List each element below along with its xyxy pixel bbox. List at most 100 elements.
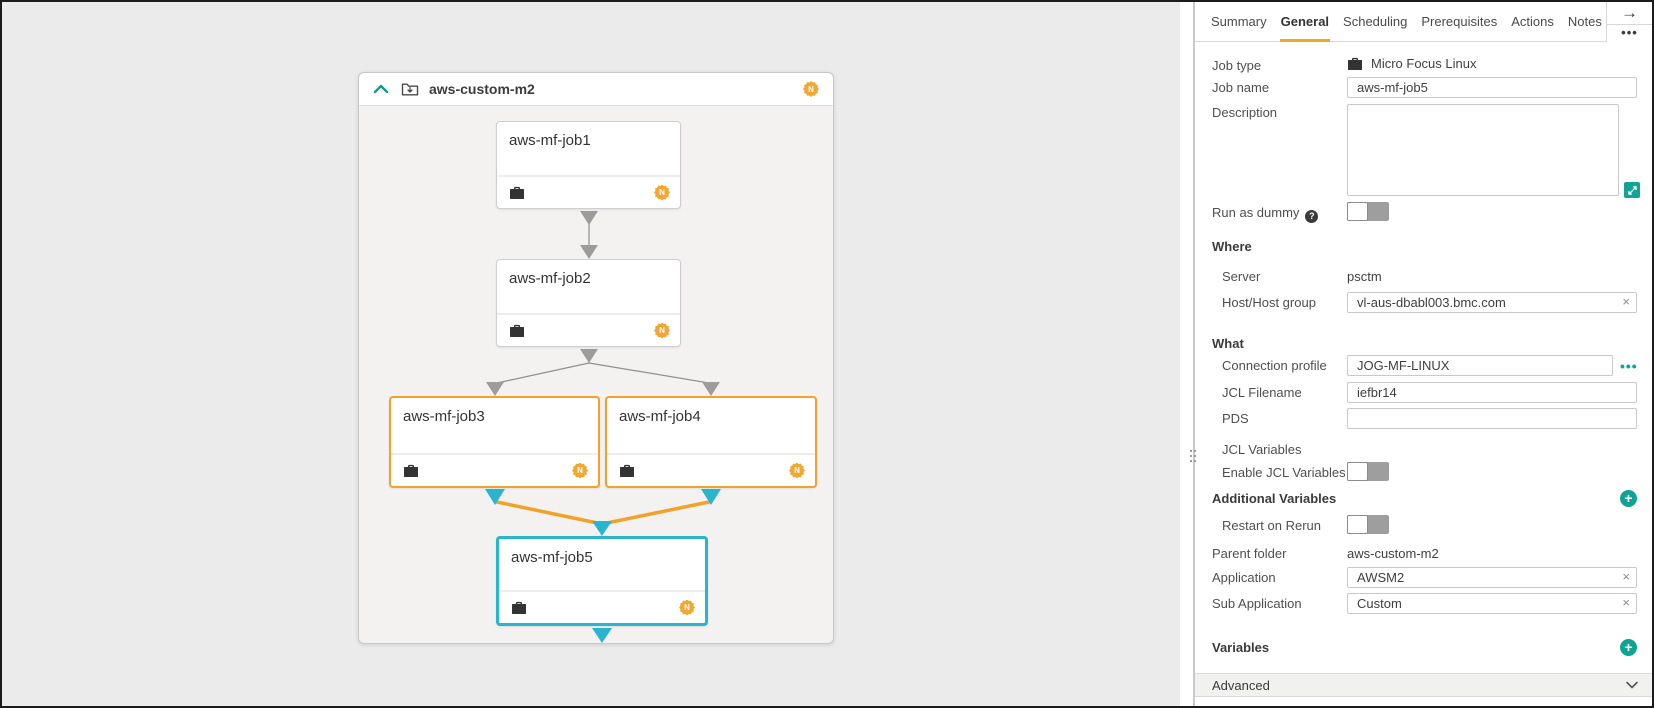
folder-icon	[401, 83, 419, 96]
section-variables: Variables +	[1212, 639, 1637, 656]
jcl-filename-label: JCL Filename	[1222, 385, 1302, 400]
folder-header[interactable]: aws-custom-m2 N	[359, 73, 833, 106]
job-title: aws-mf-job1	[509, 132, 591, 149]
toggle-knob	[1347, 462, 1368, 481]
workflow-canvas[interactable]: aws-custom-m2 N aws-mf-job1 N aws-mf-job…	[2, 2, 1182, 706]
field-connection-profile: Connection profile •••	[1212, 355, 1637, 376]
field-jcl-filename: JCL Filename	[1212, 382, 1637, 403]
run-as-dummy-toggle[interactable]	[1347, 202, 1389, 221]
job-node-aws-mf-job1[interactable]: aws-mf-job1 N	[496, 121, 681, 209]
field-sub-application: Sub Application ×	[1212, 593, 1637, 614]
add-variable-button[interactable]: +	[1620, 639, 1637, 656]
new-badge-icon: N	[654, 322, 670, 339]
description-textarea[interactable]	[1347, 104, 1619, 196]
new-badge-icon: N	[679, 599, 695, 616]
jcl-filename-input[interactable]	[1347, 382, 1637, 403]
section-where: Where	[1212, 239, 1252, 254]
job-title: aws-mf-job3	[403, 408, 485, 425]
field-parent-folder: Parent folder aws-custom-m2	[1212, 543, 1637, 561]
tab-summary[interactable]: Summary	[1211, 14, 1267, 29]
job-properties-panel: Summary General Scheduling Prerequisites…	[1194, 2, 1652, 706]
job-title: aws-mf-job2	[509, 270, 591, 287]
sub-application-label: Sub Application	[1212, 596, 1302, 611]
field-job-type: Job type Micro Focus Linux	[1212, 55, 1637, 73]
panel-tabs-bar: Summary General Scheduling Prerequisites…	[1195, 2, 1652, 42]
application-label: Application	[1212, 570, 1276, 585]
job-node-aws-mf-job5[interactable]: aws-mf-job5 N	[496, 536, 708, 626]
sub-application-input[interactable]	[1347, 593, 1637, 614]
help-icon[interactable]: ?	[1305, 209, 1319, 223]
field-host-group: Host/Host group ×	[1212, 292, 1637, 313]
new-badge-icon: N	[789, 462, 805, 479]
tab-scheduling[interactable]: Scheduling	[1343, 14, 1408, 29]
parent-folder-label: Parent folder	[1212, 546, 1287, 561]
variables-title: Variables	[1212, 640, 1270, 655]
field-enable-jcl-variables: Enable JCL Variables	[1212, 462, 1637, 481]
section-additional-variables: Additional Variables +	[1212, 490, 1637, 507]
expand-description-button[interactable]	[1624, 182, 1640, 198]
more-options-button[interactable]: •••	[1621, 25, 1638, 40]
panel-resize-gutter[interactable]	[1180, 2, 1194, 706]
description-label: Description	[1212, 105, 1278, 120]
collapse-chevron-icon[interactable]	[373, 83, 389, 95]
job-type-briefcase-icon	[510, 186, 524, 199]
browse-connection-profiles-button[interactable]: •••	[1620, 357, 1638, 374]
collapse-panel-arrow-button[interactable]: →	[1607, 2, 1652, 25]
job-node-aws-mf-job2[interactable]: aws-mf-job2 N	[496, 259, 681, 347]
clear-host-icon[interactable]: ×	[1622, 294, 1630, 309]
advanced-title: Advanced	[1212, 677, 1270, 693]
new-badge-icon: N	[803, 81, 819, 97]
new-badge-icon: N	[572, 462, 588, 479]
field-restart-on-rerun: Restart on Rerun	[1212, 515, 1637, 534]
pds-label: PDS	[1222, 411, 1249, 426]
add-additional-variable-button[interactable]: +	[1620, 490, 1637, 507]
job-type-briefcase-icon	[510, 324, 524, 337]
field-server: Server psctm	[1212, 266, 1637, 284]
field-job-name: Job name	[1212, 77, 1637, 98]
job-type-briefcase-icon	[1348, 57, 1362, 70]
server-value: psctm	[1347, 269, 1382, 284]
application-input[interactable]	[1347, 567, 1637, 588]
connection-profile-label: Connection profile	[1222, 358, 1327, 373]
new-badge-icon: N	[654, 184, 670, 201]
host-group-input[interactable]	[1347, 292, 1637, 313]
job-type-briefcase-icon	[620, 464, 634, 477]
job-title: aws-mf-job5	[511, 549, 593, 566]
job-type-briefcase-icon	[512, 601, 526, 614]
server-label: Server	[1222, 269, 1261, 284]
jcl-variables-label: JCL Variables	[1222, 442, 1302, 457]
enable-jcl-variables-toggle[interactable]	[1347, 462, 1389, 481]
field-description: Description	[1212, 102, 1640, 198]
job-node-aws-mf-job4[interactable]: aws-mf-job4 N	[605, 396, 817, 488]
general-tab-content: Job type Micro Focus Linux Job name Desc…	[1195, 42, 1652, 706]
tab-notes[interactable]: Notes	[1567, 14, 1602, 29]
run-as-dummy-label: Run as dummy	[1212, 205, 1300, 220]
advanced-section-toggle[interactable]: Advanced	[1195, 673, 1652, 697]
clear-sub-application-icon[interactable]: ×	[1622, 595, 1630, 610]
host-group-label: Host/Host group	[1222, 295, 1316, 310]
folder-card: aws-custom-m2 N aws-mf-job1 N aws-mf-job…	[358, 72, 834, 644]
job-name-label: Job name	[1212, 80, 1270, 95]
additional-variables-title: Additional Variables	[1212, 491, 1337, 506]
field-run-as-dummy: Run as dummy?	[1212, 202, 1637, 223]
clear-application-icon[interactable]: ×	[1622, 569, 1630, 584]
job-node-aws-mf-job3[interactable]: aws-mf-job3 N	[389, 396, 600, 488]
tab-prerequisites[interactable]: Prerequisites	[1421, 14, 1498, 29]
toggle-knob	[1347, 515, 1368, 534]
field-jcl-variables: JCL Variables	[1212, 439, 1637, 457]
panel-drag-handle-icon[interactable]	[1190, 450, 1192, 452]
connection-profile-input[interactable]	[1347, 355, 1613, 376]
tab-general[interactable]: General	[1274, 2, 1336, 42]
expand-icon	[1627, 185, 1637, 195]
section-what: What	[1212, 336, 1244, 351]
pds-input[interactable]	[1347, 408, 1637, 429]
job-title: aws-mf-job4	[619, 408, 701, 425]
job-type-value: Micro Focus Linux	[1371, 56, 1477, 71]
chevron-down-icon	[1626, 681, 1638, 689]
job-name-input[interactable]	[1347, 77, 1637, 98]
field-pds: PDS	[1212, 408, 1637, 429]
field-application: Application ×	[1212, 567, 1637, 588]
restart-on-rerun-toggle[interactable]	[1347, 515, 1389, 534]
tab-actions[interactable]: Actions	[1511, 14, 1554, 29]
